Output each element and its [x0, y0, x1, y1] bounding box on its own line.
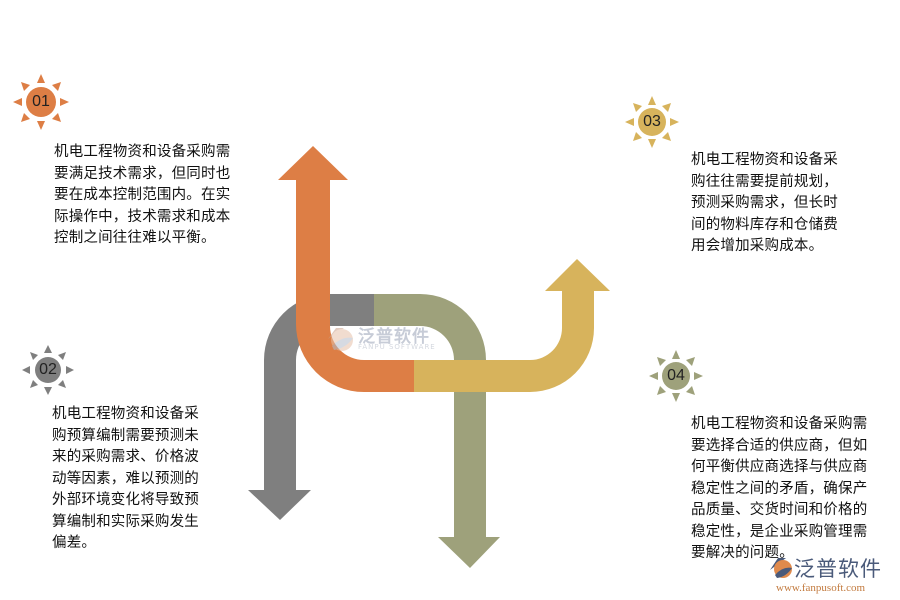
watermark-corner-url: www.fanpusoft.com: [776, 582, 866, 594]
yellow-up-arrow: [414, 259, 610, 392]
text-line: 用会增加采购成本。: [691, 238, 824, 254]
badge-02: 02: [19, 341, 77, 399]
badge-01: 01: [12, 73, 70, 131]
gray-down-arrow: [248, 294, 374, 520]
badge-number: 04: [667, 367, 685, 384]
fanpu-logo-icon: [328, 328, 353, 351]
text-line: 机电工程物资和设备采: [52, 406, 199, 422]
item-03-text: 机电工程物资和设备采 购往往需要提前规划， 预测采购需求，但长时 间的物料库存和…: [691, 150, 838, 258]
text-line: 要选择合适的供应商，但如: [691, 437, 868, 454]
text-line: 偏差。: [52, 535, 97, 551]
text-line: 间的物料库存和仓储费: [691, 216, 838, 233]
badge-04: 04: [647, 347, 705, 405]
sun-burst-icon: [22, 345, 74, 395]
text-line: 控制之间往往难以平衡。: [54, 230, 216, 246]
text-line: 机电工程物资和设备采购需: [54, 144, 231, 160]
sun-burst-icon: [13, 74, 69, 130]
text-line: 机电工程物资和设备采购需: [691, 416, 868, 432]
text-line: 来的采购需求、价格波: [52, 449, 199, 465]
text-line: 外部环境变化将导致预: [52, 492, 199, 508]
item-02-text: 机电工程物资和设备采 购预算编制需要预测未 来的采购需求、价格波 动等因素，难以…: [52, 404, 199, 555]
sun-burst-icon: [625, 96, 679, 148]
text-line: 品质量、交货时间和价格的: [691, 502, 868, 518]
badge-03: 03: [623, 93, 681, 151]
watermark-corner-cn: 泛普软件: [794, 557, 882, 581]
text-line: 机电工程物资和设备采: [691, 152, 838, 168]
text-line: 算编制和实际采购发生: [52, 513, 199, 530]
badge-number: 03: [643, 113, 661, 130]
item-01-text: 机电工程物资和设备采购需 要满足技术需求，但同时也 要在成本控制范围内。在实 际…: [54, 142, 230, 250]
text-line: 稳定性之间的矛盾，确保产: [691, 480, 868, 497]
sun-burst-icon: [649, 350, 703, 402]
text-line: 稳定性，是企业采购管理需: [691, 523, 868, 540]
badge-number: 02: [39, 361, 57, 378]
text-line: 预测采购需求，但长时: [691, 195, 838, 211]
orange-up-arrow: [278, 146, 414, 392]
watermark-center-cn: 泛普软件: [358, 327, 430, 347]
watermark-corner: 泛普软件 www.fanpusoft.com: [768, 553, 898, 597]
text-line: 要在成本控制范围内。在实: [54, 187, 231, 203]
text-line: 要解决的问题。: [691, 545, 794, 561]
item-04-text: 机电工程物资和设备采购需 要选择合适的供应商，但如 何平衡供应商选择与供应商 稳…: [691, 414, 867, 565]
text-line: 要满足技术需求，但同时也: [54, 165, 231, 182]
watermark-center: 泛普软件 FANPU SOFTWARE: [322, 322, 452, 358]
text-line: 购往往需要提前规划，: [691, 173, 838, 190]
text-line: 购预算编制需要预测未: [52, 427, 199, 444]
text-line: 动等因素，难以预测的: [52, 470, 199, 487]
fanpu-logo-icon: [770, 558, 792, 578]
text-line: 何平衡供应商选择与供应商: [691, 459, 868, 475]
watermark-center-en: FANPU SOFTWARE: [358, 343, 436, 351]
text-line: 际操作中，技术需求和成本: [54, 208, 231, 225]
badge-number: 01: [32, 93, 50, 110]
